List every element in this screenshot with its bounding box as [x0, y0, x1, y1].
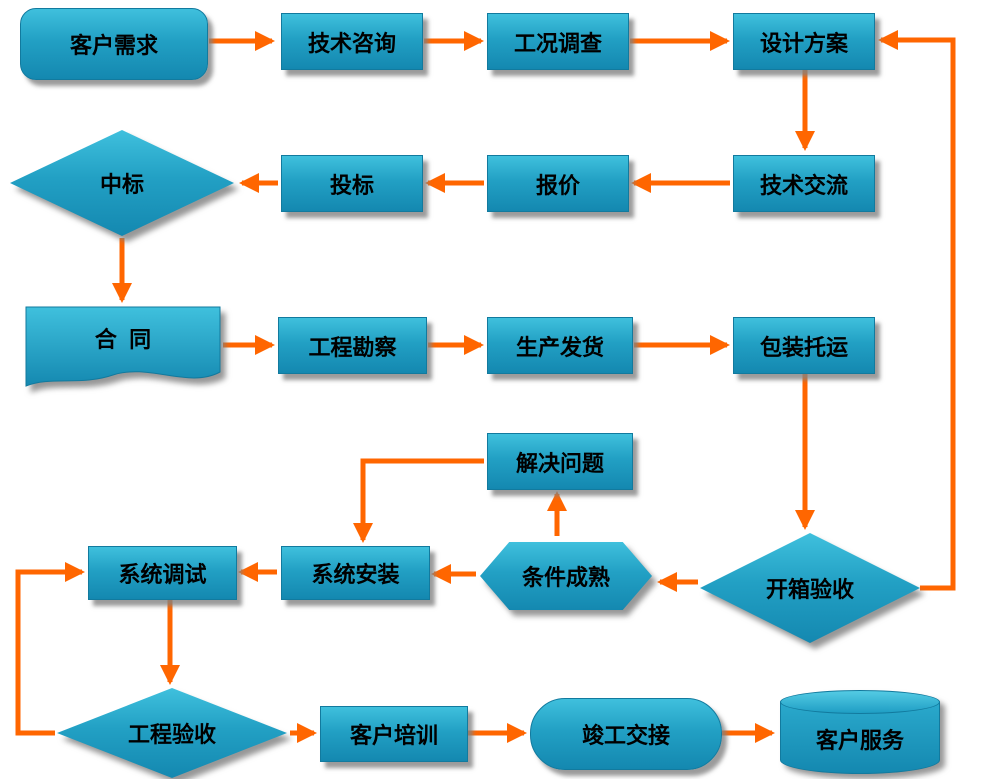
- node-solve-problem: 解决问题: [487, 433, 633, 490]
- node-customer-training: 客户培训: [320, 706, 468, 762]
- node-design-plan-label: 设计方案: [759, 30, 848, 56]
- node-quote: 报价: [487, 155, 629, 212]
- conditions-ready-hexagon-shape: 条件成熟: [480, 542, 652, 610]
- node-bid-label: 投标: [329, 172, 374, 198]
- customer-service-cylinder-body: [780, 702, 940, 774]
- node-win-bid-label: 中标: [99, 172, 144, 197]
- contract-document-shape: [25, 306, 221, 387]
- node-condition-survey: 工况调查: [487, 13, 629, 70]
- customer-service-cylinder-top: [780, 690, 940, 714]
- node-engineering-survey: 工程勘察: [278, 317, 427, 374]
- win-bid-diamond-shape: 中标: [10, 130, 234, 236]
- node-tech-consult: 技术咨询: [281, 13, 423, 70]
- node-system-install-label: 系统安装: [311, 562, 400, 587]
- node-system-debug: 系统调试: [88, 546, 237, 600]
- node-customer-needs: 客户需求: [20, 8, 208, 80]
- node-production-delivery: 生产发货: [487, 317, 633, 374]
- node-unbox-acceptance-label: 开箱验收: [765, 577, 854, 602]
- node-system-debug-label: 系统调试: [118, 562, 207, 587]
- node-customer-service-label: 客户服务: [815, 728, 904, 753]
- node-completion-handover: 竣工交接: [530, 698, 722, 770]
- node-design-plan: 设计方案: [733, 13, 875, 70]
- arrow-acceptance-to-debug-feedback: [15, 562, 85, 736]
- node-bid: 投标: [281, 155, 423, 212]
- node-system-install: 系统安装: [281, 546, 430, 600]
- node-tech-consult-label: 技术咨询: [307, 30, 396, 56]
- node-contract: 合 同: [25, 306, 221, 396]
- node-contract-label: 合 同: [94, 327, 152, 352]
- node-packing-shipping-label: 包装托运: [759, 334, 848, 360]
- node-win-bid: 中标: [10, 130, 234, 236]
- arrow-solve-to-install: [353, 458, 484, 543]
- node-quote-label: 报价: [535, 172, 580, 198]
- project-acceptance-diamond-shape: 工程验收: [57, 688, 287, 778]
- arrow-unbox-to-design-feedback: [878, 30, 956, 591]
- node-completion-handover-label: 竣工交接: [581, 723, 670, 748]
- node-engineering-survey-label: 工程勘察: [308, 334, 397, 360]
- node-production-delivery-label: 生产发货: [515, 334, 604, 360]
- node-customer-service: 客户服务: [780, 690, 940, 774]
- node-tech-exchange-label: 技术交流: [759, 172, 848, 198]
- node-customer-training-label: 客户培训: [349, 723, 438, 748]
- node-solve-problem-label: 解决问题: [515, 450, 604, 476]
- node-unbox-acceptance: 开箱验收: [700, 533, 920, 643]
- unbox-acceptance-diamond-shape: 开箱验收: [700, 533, 920, 643]
- node-tech-exchange: 技术交流: [733, 155, 875, 212]
- node-project-acceptance-label: 工程验收: [127, 722, 216, 747]
- node-customer-needs-label: 客户需求: [69, 33, 158, 58]
- node-condition-survey-label: 工况调查: [513, 30, 602, 56]
- node-packing-shipping: 包装托运: [733, 317, 875, 374]
- node-conditions-ready: 条件成熟: [480, 542, 652, 610]
- node-project-acceptance: 工程验收: [57, 688, 287, 778]
- node-conditions-ready-label: 条件成熟: [521, 565, 610, 590]
